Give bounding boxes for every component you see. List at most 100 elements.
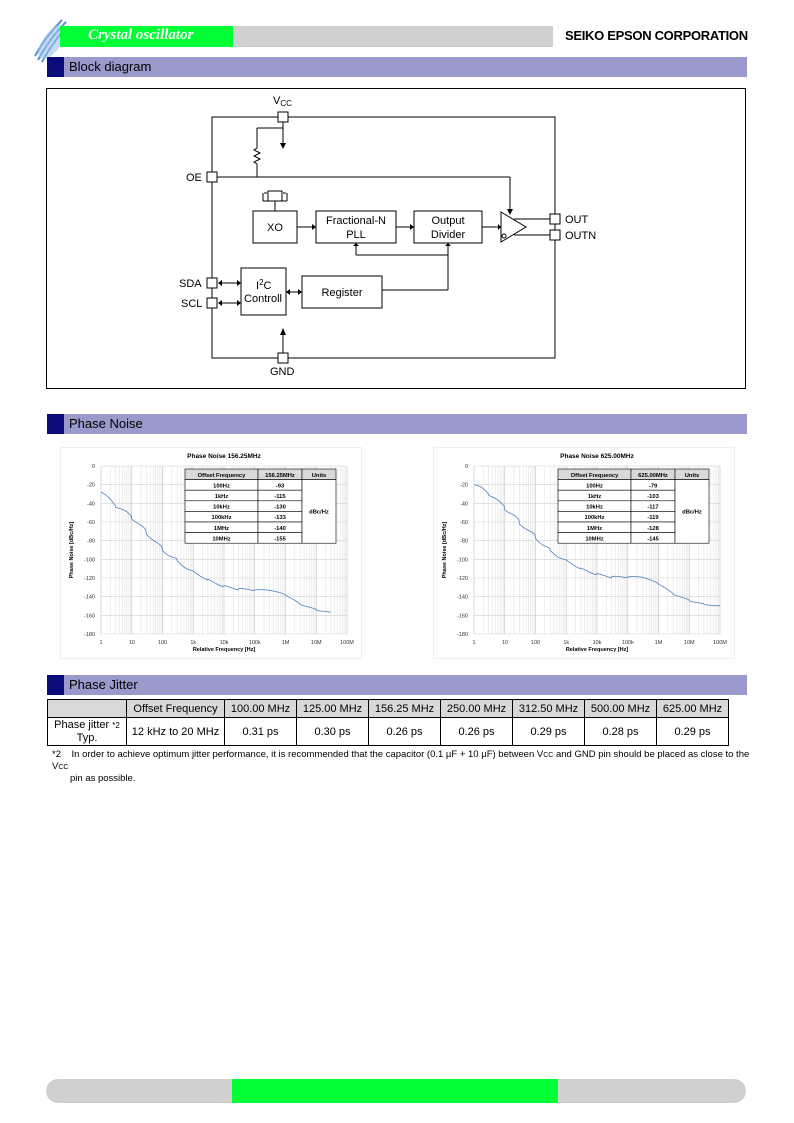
section-title: Phase Noise bbox=[69, 416, 143, 431]
label-xo: XO bbox=[267, 222, 283, 234]
table-cell-text: 10kHz bbox=[213, 505, 230, 511]
x-tick-label: 10M bbox=[684, 640, 695, 646]
table-cell: 12 kHz to 20 MHz bbox=[126, 717, 225, 746]
block-diagram-frame bbox=[46, 88, 746, 389]
x-tick-label: 10k bbox=[220, 640, 229, 646]
table-cell: 0.31 ps bbox=[224, 717, 297, 746]
label-div-2: Divider bbox=[431, 229, 466, 241]
footnote-text-3: pin as possible. bbox=[70, 773, 136, 784]
x-axis-label: Relative Frequency [Hz] bbox=[193, 647, 256, 653]
y-tick-label: -120 bbox=[84, 576, 95, 582]
label-i2c: I2C bbox=[256, 278, 272, 292]
table-header-cell bbox=[47, 699, 127, 718]
table-header-text: Units bbox=[312, 473, 327, 479]
table-cell-text: 10kHz bbox=[586, 505, 603, 511]
y-tick-label: -160 bbox=[457, 613, 468, 619]
table-cell-text: 1kHz bbox=[588, 494, 602, 500]
y-tick-label: -140 bbox=[84, 595, 95, 601]
chart-title: Phase Noise 625.00MHz bbox=[560, 453, 634, 460]
phase-noise-line bbox=[100, 491, 332, 613]
table-cell-text: 1MHz bbox=[587, 526, 602, 532]
pin-vcc bbox=[277, 111, 289, 123]
label-register: Register bbox=[322, 287, 363, 299]
chart-title: Phase Noise 156.25MHz bbox=[187, 453, 261, 460]
row-label-cell: Phase jitter *2 Typ. bbox=[47, 717, 127, 746]
y-axis-label: Phase Noise [dBc/Hz] bbox=[442, 522, 448, 579]
label-out: OUT bbox=[565, 214, 589, 226]
table-cell-text: -103 bbox=[647, 494, 659, 500]
section-header-block-diagram: Block diagram bbox=[47, 57, 747, 77]
document-title: Crystal oscillator bbox=[88, 27, 194, 43]
y-tick-label: -60 bbox=[87, 520, 95, 526]
y-tick-label: -40 bbox=[87, 501, 95, 507]
row-label-note: *2 bbox=[112, 721, 120, 730]
label-i2c-2: Controll bbox=[244, 293, 282, 305]
table-cell-text: 100kHz bbox=[585, 515, 605, 521]
section-header-phase-noise: Phase Noise bbox=[47, 414, 747, 434]
x-tick-label: 100k bbox=[622, 640, 634, 646]
table-header-text: 156.25MHz bbox=[265, 473, 295, 479]
table-header-text: Units bbox=[685, 473, 700, 479]
company-name: SEIKO EPSON CORPORATION bbox=[565, 28, 748, 43]
x-tick-label: 100 bbox=[531, 640, 540, 646]
pin-out bbox=[549, 213, 561, 225]
table-header-text: Offset Frequency bbox=[571, 473, 619, 479]
label-vcc: VCC bbox=[273, 95, 292, 108]
footnote-text-1: In order to achieve optimum jitter perfo… bbox=[71, 749, 544, 760]
x-tick-label: 100 bbox=[158, 640, 167, 646]
label-gnd: GND bbox=[270, 366, 295, 378]
unit-text: dBc/Hz bbox=[309, 509, 329, 515]
x-tick-label: 1k bbox=[190, 640, 196, 646]
table-cell: 0.26 ps bbox=[440, 717, 513, 746]
table-cell-text: -117 bbox=[647, 505, 658, 511]
table-cell: 0.28 ps bbox=[584, 717, 657, 746]
table-cell-text: -145 bbox=[647, 536, 659, 542]
table-header-cell: 500.00 MHz bbox=[584, 699, 657, 718]
y-tick-label: 0 bbox=[92, 464, 95, 470]
y-tick-label: -180 bbox=[457, 632, 468, 638]
header-green-bar bbox=[60, 26, 233, 47]
x-tick-label: 100M bbox=[713, 640, 727, 646]
i2c-box bbox=[240, 267, 287, 316]
pin-scl bbox=[206, 297, 218, 309]
label-pll-2: PLL bbox=[346, 229, 366, 241]
block-diagram: VCC OE SDA SCL OUT OUTN GND XO Fractiona… bbox=[179, 95, 596, 378]
label-pll-1: Fractional-N bbox=[326, 215, 386, 227]
y-tick-label: -80 bbox=[460, 539, 468, 545]
label-scl: SCL bbox=[181, 298, 202, 310]
phase-jitter-table: Offset Frequency 100.00 MHz 125.00 MHz 1… bbox=[47, 699, 729, 746]
table-cell-text: 100kHz bbox=[212, 515, 232, 521]
table-header-row: Offset Frequency 100.00 MHz 125.00 MHz 1… bbox=[47, 699, 729, 718]
footnote-text-2: and GND pin should be placed as close to… bbox=[52, 749, 750, 772]
y-tick-label: -40 bbox=[460, 501, 468, 507]
table-cell-text: -128 bbox=[647, 526, 659, 532]
table-header-text: 625.00MHz bbox=[638, 473, 668, 479]
x-tick-label: 1 bbox=[472, 640, 475, 646]
table-cell-text: -130 bbox=[274, 505, 286, 511]
section-header-phase-jitter: Phase Jitter bbox=[47, 675, 747, 695]
table-cell-text: 100Hz bbox=[213, 483, 230, 489]
table-cell: 0.29 ps bbox=[512, 717, 585, 746]
table-header-text: Offset Frequency bbox=[198, 473, 246, 479]
y-tick-label: -120 bbox=[457, 576, 468, 582]
table-cell-text: -119 bbox=[647, 515, 659, 521]
table-cell-text: -115 bbox=[274, 494, 286, 500]
table-header-cell: Offset Frequency bbox=[126, 699, 225, 718]
table-header-cell: 125.00 MHz bbox=[296, 699, 369, 718]
pin-sda bbox=[206, 277, 218, 289]
table-header-cell: 156.25 MHz bbox=[368, 699, 441, 718]
x-tick-label: 10k bbox=[593, 640, 602, 646]
phase-noise-line bbox=[473, 484, 721, 607]
y-tick-label: -180 bbox=[84, 632, 95, 638]
section-title: Phase Jitter bbox=[69, 677, 138, 692]
table-cell-text: 10MHz bbox=[585, 536, 603, 542]
x-tick-label: 1M bbox=[655, 640, 663, 646]
footnote-sub: CC bbox=[543, 752, 554, 759]
x-tick-label: 10 bbox=[502, 640, 508, 646]
label-outn: OUTN bbox=[565, 230, 596, 242]
footnote: *2 In order to achieve optimum jitter pe… bbox=[52, 749, 762, 784]
